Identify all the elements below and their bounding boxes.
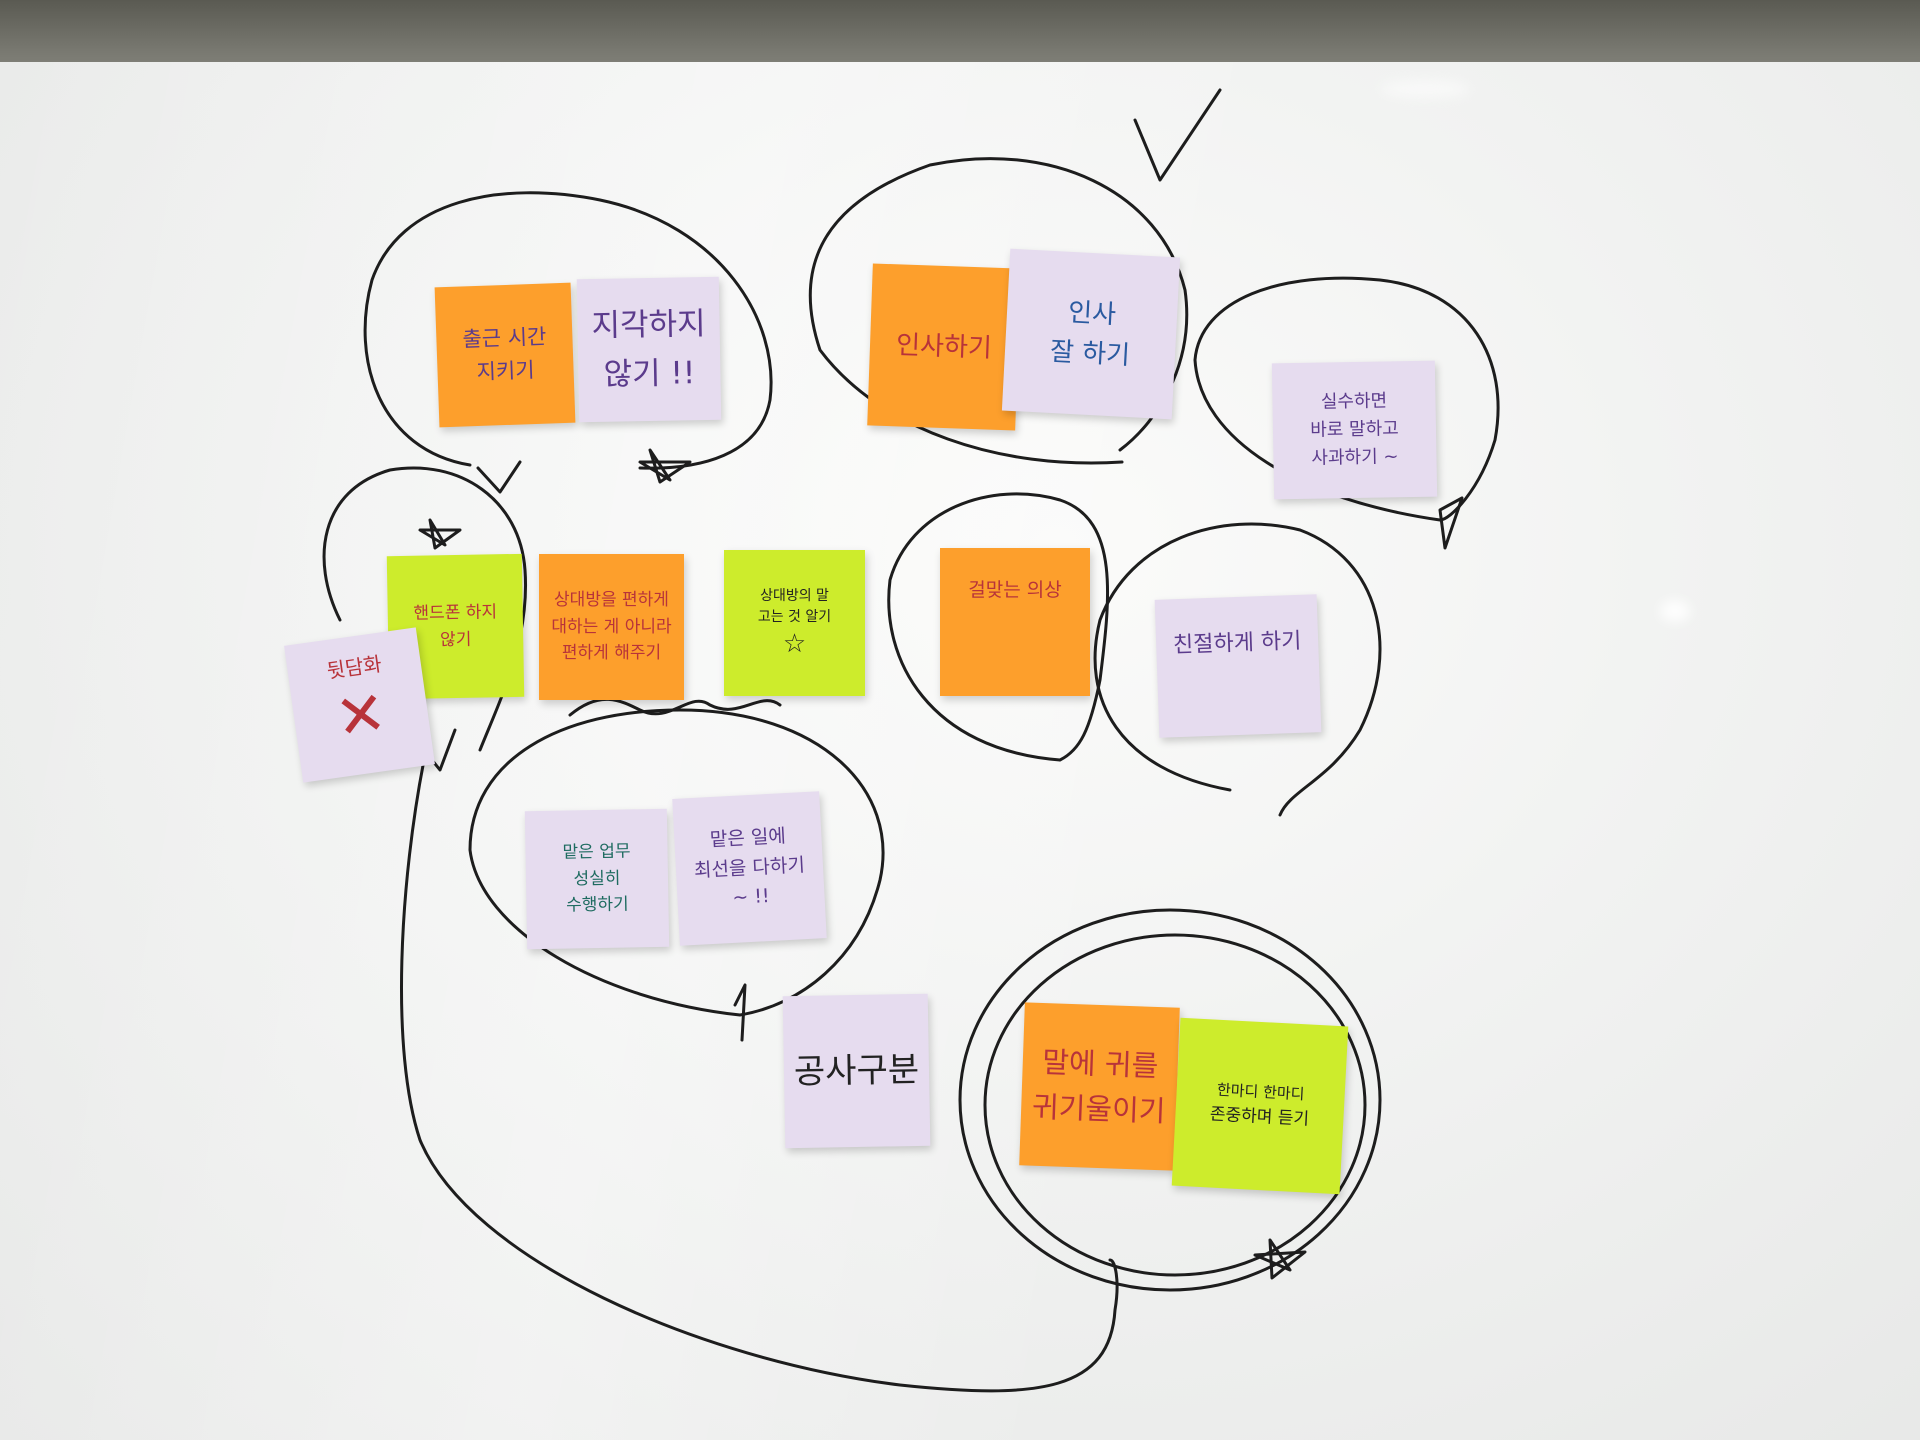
- note-text: 실수하면: [1320, 390, 1388, 413]
- note-text: 않기: [439, 629, 472, 650]
- note-text: 최선을 다하기: [693, 853, 806, 882]
- note-commute-time: 출근 시간 지키기: [434, 282, 576, 428]
- note-text: 대하는 게 아니라: [551, 616, 672, 637]
- note-text: 공사구분: [793, 1049, 920, 1092]
- note-text: 잘 하기: [1049, 336, 1131, 372]
- note-text: 출근 시간: [462, 325, 547, 352]
- note-text: 귀기울이기: [1031, 1089, 1166, 1128]
- note-text: 맡은 업무: [562, 841, 631, 864]
- note-greet: 인사하기: [867, 263, 1021, 431]
- note-text: 바로 말하고: [1310, 418, 1399, 441]
- note-text: 지각하지: [591, 306, 706, 345]
- note-comfortable: 상대방을 편하게 대하는 게 아니라 편하게 해주기: [539, 554, 684, 700]
- note-not-late: 지각하지 않기 !!: [576, 276, 722, 423]
- note-apologize: 실수하면 바로 말하고 사과하기 ~: [1271, 360, 1438, 500]
- note-duties: 맡은 업무 성실히 수행하기: [524, 808, 670, 950]
- note-greet-well: 인사 잘 하기: [1001, 248, 1181, 420]
- note-backbite: 뒷담화 ✕: [284, 627, 435, 783]
- note-text: ~ !!: [731, 885, 771, 910]
- note-text: 상대방의 말: [760, 587, 829, 604]
- note-text: 인사하기: [895, 330, 993, 364]
- light-glare: [1660, 600, 1690, 622]
- note-text: 않기 !!: [603, 354, 696, 393]
- note-text: 존중하며 듣기: [1209, 1104, 1310, 1131]
- note-text: 지키기: [476, 357, 535, 384]
- note-text: 수행하기: [566, 894, 629, 916]
- note-text: 맡은 일에: [709, 825, 787, 852]
- note-text: 고는 것 알기: [757, 609, 832, 626]
- note-text: 걸맞는 의상: [968, 579, 1062, 601]
- note-listen-other: 상대방의 말 고는 것 알기 ☆: [724, 550, 865, 696]
- note-public-private: 공사구분: [782, 993, 931, 1149]
- note-kindness: 친절하게 하기: [1154, 594, 1322, 738]
- note-text: 사과하기 ~: [1311, 446, 1399, 469]
- note-best-effort: 맡은 일에 최선을 다하기 ~ !!: [672, 791, 827, 946]
- note-lend-ear: 말에 귀를 귀기울이기: [1019, 1002, 1180, 1171]
- star-icon: ☆: [782, 629, 807, 660]
- note-text: 상대방을 편하게: [554, 590, 669, 611]
- note-text: 인사: [1067, 297, 1117, 330]
- note-respect-listen: 한마디 한마디 존중하며 듣기: [1171, 1017, 1349, 1195]
- note-text: 핸드폰 하지: [413, 602, 498, 624]
- note-text: 편하게 해주기: [561, 643, 662, 664]
- light-glare: [1380, 80, 1470, 98]
- note-text: 성실히: [573, 868, 621, 890]
- cross-icon: ✕: [331, 677, 391, 755]
- note-text: 친절하게 하기: [1172, 628, 1302, 659]
- note-text: 말에 귀를: [1041, 1044, 1159, 1083]
- note-attire: 걸맞는 의상: [940, 548, 1090, 696]
